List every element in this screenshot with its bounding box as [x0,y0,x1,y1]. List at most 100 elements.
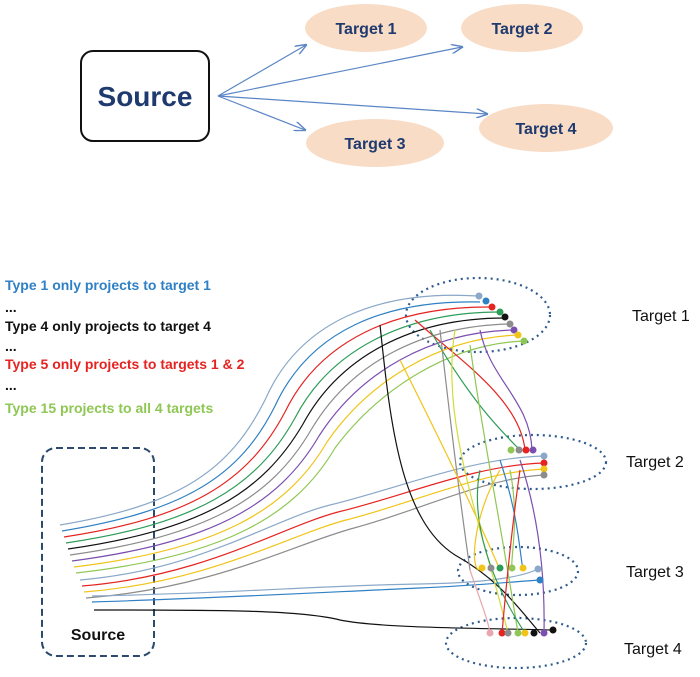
source-box-label: Source [98,81,193,112]
terminal-dots [475,292,557,637]
fiber-terminal [498,629,506,637]
target-3-region [456,545,580,597]
fiber-terminal [506,320,514,328]
target-regions [404,276,608,670]
legend-line: Type 5 only projects to targets 1 & 2 [5,356,245,372]
fiber-terminal [549,626,557,634]
fiber-terminal [496,308,504,316]
fiber [469,569,491,634]
target-1-region [404,276,552,354]
fiber [91,579,541,603]
fiber-terminal [522,446,530,454]
top-diagram: Source Target 1 Target 2 Target 3 Target… [80,4,613,167]
fiber-terminal [520,337,528,345]
fiber [63,306,493,538]
fiber-terminal [514,331,522,339]
fiber [399,359,501,571]
fiber-terminal [519,564,527,572]
target-1-name: Target 1 [632,308,690,325]
target-4-label: Target 4 [515,121,576,138]
fiber-terminal [540,459,548,467]
fiber [519,459,545,634]
fiber-terminal [536,576,544,584]
fiber [91,568,539,597]
fiber [93,609,554,631]
fiber [473,469,501,571]
target-2-region [458,433,608,491]
fiber [79,455,545,581]
fiber-terminal [475,292,483,300]
fiber [414,319,526,451]
fiber [451,329,509,634]
fiber-terminal [540,465,548,473]
target-2-label: Target 2 [491,21,552,38]
fiber-terminal [496,564,504,572]
legend-line: Type 4 only projects to target 4 [5,318,211,334]
fiber-terminal [540,471,548,479]
arrow-to-target-3 [217,95,305,130]
fiber-terminal [530,629,538,637]
fiber-terminal [510,326,518,334]
fiber [59,294,479,526]
fiber-terminal [508,564,516,572]
fiber [61,301,481,532]
arrow-to-target-4 [217,95,487,114]
legend-line: Type 1 only projects to target 1 [5,277,211,293]
fiber [469,344,519,634]
fiber [499,459,524,569]
fiber-terminal [478,564,486,572]
fiber [85,474,545,599]
fiber [509,469,516,569]
fiber-terminal [515,446,523,454]
target-2-ellipse [461,4,583,52]
fiber-terminal [514,629,522,637]
fiber [476,469,526,634]
fiber-terminal [504,629,512,637]
fiber-terminal [507,446,515,454]
fiber [81,462,545,587]
target-3-name: Target 3 [626,564,684,581]
fiber [67,317,506,550]
fiber-terminal [486,629,494,637]
fiber-terminal [482,297,490,305]
fiber [439,329,471,571]
legend-line: Type 15 projects to all 4 targets [5,400,213,416]
projection-arrows [217,45,487,130]
fiber [429,329,521,451]
target-1-label: Target 1 [335,21,396,38]
target-2-name: Target 2 [626,454,684,471]
fiber [75,340,525,574]
fiber [71,329,515,562]
source-box [80,50,210,142]
arrow-to-target-2 [217,47,462,97]
target-3-label: Target 3 [344,136,405,153]
legend-line: ... [5,338,17,354]
target-4-region [444,616,588,670]
fiber [73,334,519,568]
target-1-ellipse [305,4,427,52]
fiber-terminal [487,564,495,572]
target-4-name: Target 4 [624,641,682,658]
fiber [65,311,501,544]
fiber-terminal [501,313,509,321]
fiber-terminal [488,303,496,311]
fiber [379,324,541,634]
fiber [83,468,545,593]
fiber-terminal [534,565,542,573]
legend-line: ... [5,377,17,393]
fiber-terminal [540,452,548,460]
source-region-label: Source [71,627,125,644]
fiber-terminal [540,629,548,637]
fiber-terminal [529,446,537,454]
fibers [59,294,554,634]
source-region [41,447,155,657]
fiber-terminal [521,629,529,637]
arrow-to-target-1 [217,45,306,97]
legend: Type 1 only projects to target 1 ... Typ… [5,277,245,416]
target-4-ellipse [479,104,613,152]
bottom-diagram: Source Target 1 Target 2 Target 3 Target… [41,276,690,670]
target-3-ellipse [306,119,444,167]
fiber [479,329,533,451]
legend-line: ... [5,299,17,315]
